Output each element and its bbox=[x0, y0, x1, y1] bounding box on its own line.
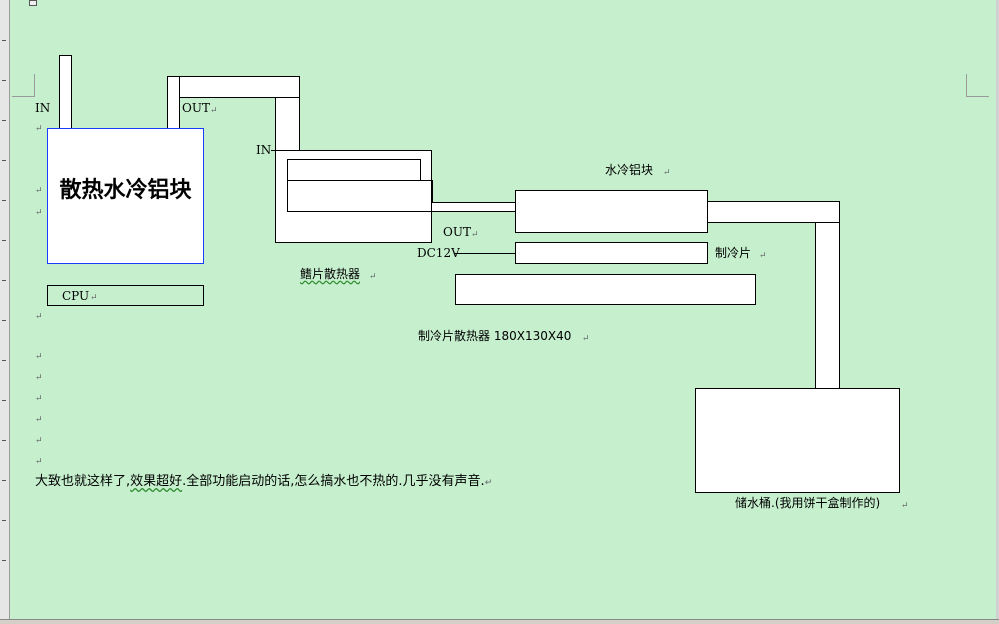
down-pipe-to-fin bbox=[275, 97, 300, 151]
ruler-tick bbox=[2, 480, 6, 481]
ruler-tick bbox=[2, 80, 6, 81]
paragraph-mark: ↵ bbox=[35, 436, 43, 446]
paragraph-mark: ↵ bbox=[35, 394, 43, 404]
ruler-tick bbox=[2, 560, 6, 561]
fin-inner-channel-bottom bbox=[287, 180, 433, 212]
paragraph-mark: ↵ bbox=[35, 373, 43, 383]
cpu-inlet-pipe bbox=[59, 55, 72, 129]
in-label-cpu: IN bbox=[35, 101, 51, 115]
summary-underlined: 效果超好 bbox=[130, 474, 183, 489]
in-label-fin: IN bbox=[256, 143, 272, 157]
paragraph-mark: ↵ bbox=[35, 124, 43, 134]
summary-part2: .全部功能启动的话,怎么搞水也不热的.几乎没有声音. bbox=[182, 474, 485, 489]
top-horizontal-pipe bbox=[179, 76, 300, 98]
ruler-tick bbox=[2, 280, 6, 281]
return-mark: ↵ bbox=[90, 293, 98, 303]
heatsink-block-title: 散热水冷铝块 bbox=[59, 178, 192, 203]
ruler-tick bbox=[2, 320, 6, 321]
return-mark: ↵ bbox=[369, 272, 377, 282]
paragraph-mark: ↵ bbox=[35, 312, 43, 322]
cold-water-block bbox=[515, 190, 708, 233]
ruler-tick bbox=[2, 360, 6, 361]
ruler-tick bbox=[2, 240, 6, 241]
water-block-label: 水冷铝块 bbox=[605, 163, 654, 177]
paragraph-mark: ↵ bbox=[35, 186, 43, 196]
out-label-cpu: OUT bbox=[182, 101, 210, 115]
ruler-tick bbox=[2, 120, 6, 121]
ruler-tick bbox=[2, 520, 6, 521]
summary-paragraph: 大致也就这样了,效果超好.全部功能启动的话,怎么搞水也不热的.几乎没有声音.↵ bbox=[35, 474, 492, 491]
water-reservoir bbox=[695, 388, 900, 493]
reservoir-label: 储水桶.(我用饼干盒制作的) bbox=[735, 496, 881, 510]
summary-part1: 大致也就这样了, bbox=[35, 474, 131, 489]
margin-corner-top-right bbox=[966, 74, 989, 97]
dc-wire bbox=[455, 253, 516, 254]
ruler-tick bbox=[2, 160, 6, 161]
cpu-water-block: 散热水冷铝块 bbox=[47, 128, 204, 264]
return-mark: ↵ bbox=[759, 251, 767, 261]
paragraph-mark: ↵ bbox=[35, 208, 43, 218]
return-mark: ↵ bbox=[582, 334, 590, 344]
vertical-scrollbar[interactable] bbox=[996, 0, 999, 620]
vertical-ruler[interactable] bbox=[0, 0, 10, 620]
ruler-tick bbox=[2, 40, 6, 41]
peltier-plate bbox=[515, 242, 708, 264]
return-mark: ↵ bbox=[901, 501, 909, 511]
ruler-tick bbox=[2, 200, 6, 201]
paragraph-mark: ↵ bbox=[35, 352, 43, 362]
return-mark: ↵ bbox=[663, 168, 671, 178]
out-label-water: OUT bbox=[443, 225, 471, 239]
paragraph-mark: ↵ bbox=[35, 415, 43, 425]
fin-inner-channel-top bbox=[287, 159, 421, 181]
peltier-heatsink bbox=[455, 274, 756, 305]
peltier-heatsink-label: 制冷片散热器 180X130X40 bbox=[418, 329, 572, 343]
margin-corner-top-left bbox=[12, 74, 35, 97]
dc-label: DC12V bbox=[417, 246, 460, 260]
down-pipe-to-reservoir bbox=[815, 222, 840, 389]
peltier-label: 制冷片 bbox=[715, 246, 752, 260]
fin-to-waterblock-pipe bbox=[431, 202, 516, 212]
in-connector-line bbox=[271, 150, 277, 151]
ruler-tick bbox=[2, 400, 6, 401]
return-mark: ↵ bbox=[484, 478, 493, 488]
return-mark: ↵ bbox=[471, 230, 479, 240]
fin-heatsink bbox=[275, 150, 433, 243]
fin-heatsink-label: 鳍片散热器 bbox=[300, 267, 361, 281]
cpu-label: CPU bbox=[62, 289, 90, 303]
cpu-box: CPU↵ bbox=[47, 285, 204, 306]
paragraph-mark: ↵ bbox=[35, 457, 43, 467]
return-mark: ↵ bbox=[210, 106, 218, 116]
status-bar bbox=[0, 619, 999, 624]
ruler-indent-marker[interactable] bbox=[29, 0, 37, 6]
ruler-tick bbox=[2, 440, 6, 441]
waterblock-outlet-pipe bbox=[707, 201, 840, 223]
